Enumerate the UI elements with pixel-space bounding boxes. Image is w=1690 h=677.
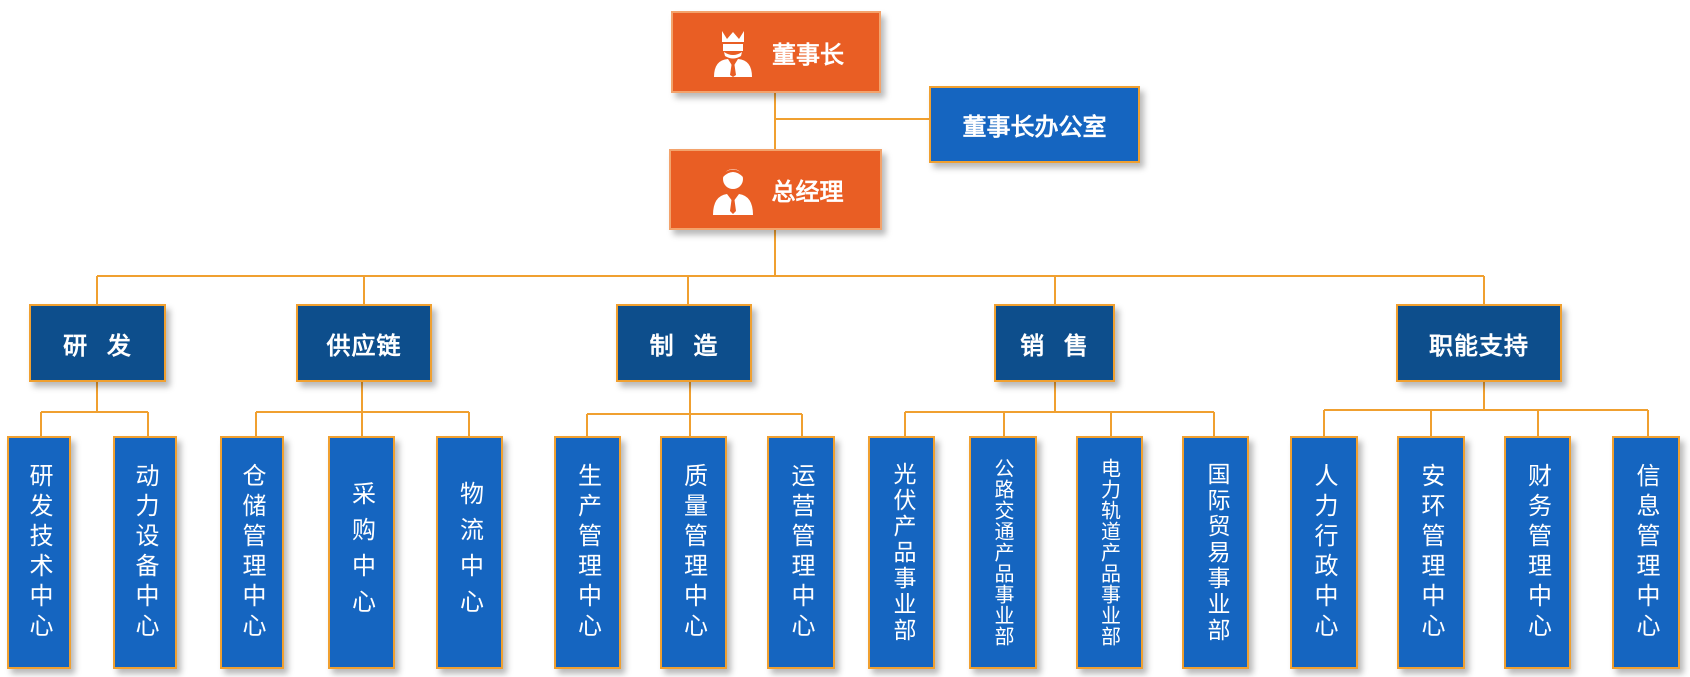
general-manager-box[interactable]: 总经理 xyxy=(669,149,882,230)
dept-supply-chain[interactable]: 供应链 xyxy=(296,304,432,382)
center-label: 人力行政中心 xyxy=(1310,462,1338,643)
dept-label: 制 造 xyxy=(649,331,719,360)
center-label: 电力轨道产品事业部 xyxy=(1097,458,1122,647)
chairman-label: 董事长 xyxy=(772,40,844,69)
manager-person-icon xyxy=(712,168,753,215)
center-quality[interactable]: 质量管理中心 xyxy=(660,436,727,669)
dept-manufacturing[interactable]: 制 造 xyxy=(616,304,752,382)
center-operations[interactable]: 运营管理中心 xyxy=(767,436,835,669)
center-label: 光伏产品事业部 xyxy=(889,461,915,644)
chairman-office-box[interactable]: 董事长办公室 xyxy=(929,86,1140,163)
center-pv-products[interactable]: 光伏产品事业部 xyxy=(868,436,935,669)
center-logistics[interactable]: 物流中心 xyxy=(436,436,503,669)
center-label: 生产管理中心 xyxy=(573,462,602,643)
general-manager-label: 总经理 xyxy=(771,178,844,206)
center-label: 运营管理中心 xyxy=(787,462,815,643)
center-rail-products[interactable]: 电力轨道产品事业部 xyxy=(1076,436,1143,669)
center-label: 研发技术中心 xyxy=(25,462,53,643)
center-hr-admin[interactable]: 人力行政中心 xyxy=(1290,436,1358,669)
center-international-trade[interactable]: 国际贸易事业部 xyxy=(1182,436,1249,669)
dept-label: 研 发 xyxy=(63,331,132,360)
chairman-office-label: 董事长办公室 xyxy=(962,113,1107,141)
dept-sales[interactable]: 销 售 xyxy=(994,304,1115,382)
center-label: 安环管理中心 xyxy=(1417,462,1445,643)
center-label: 财务管理中心 xyxy=(1523,462,1552,643)
center-label: 物流中心 xyxy=(455,480,484,625)
center-rnd-tech[interactable]: 研发技术中心 xyxy=(7,436,71,669)
dept-rnd[interactable]: 研 发 xyxy=(29,304,166,382)
center-label: 信息管理中心 xyxy=(1632,462,1660,643)
dept-label: 职能支持 xyxy=(1429,331,1529,360)
center-label: 采购中心 xyxy=(347,480,376,625)
center-information[interactable]: 信息管理中心 xyxy=(1612,436,1680,669)
center-finance[interactable]: 财务管理中心 xyxy=(1504,436,1571,669)
center-label: 国际贸易事业部 xyxy=(1203,461,1229,644)
center-warehouse[interactable]: 仓储管理中心 xyxy=(220,436,284,669)
chairman-crown-person-icon xyxy=(714,31,752,77)
center-label: 仓储管理中心 xyxy=(238,462,266,643)
dept-label: 销 售 xyxy=(1020,331,1089,360)
center-production[interactable]: 生产管理中心 xyxy=(554,436,621,669)
dept-label: 供应链 xyxy=(326,331,402,360)
chairman-box[interactable]: 董事长 xyxy=(671,11,881,93)
dept-functional-support[interactable]: 职能支持 xyxy=(1396,304,1562,382)
center-label: 公路交通产品事业部 xyxy=(991,458,1015,647)
center-label: 动力设备中心 xyxy=(131,462,159,643)
center-safety-env[interactable]: 安环管理中心 xyxy=(1397,436,1465,669)
center-power-equipment[interactable]: 动力设备中心 xyxy=(113,436,177,669)
center-procurement[interactable]: 采购中心 xyxy=(328,436,395,669)
center-label: 质量管理中心 xyxy=(679,462,708,643)
center-highway-products[interactable]: 公路交通产品事业部 xyxy=(969,436,1037,669)
